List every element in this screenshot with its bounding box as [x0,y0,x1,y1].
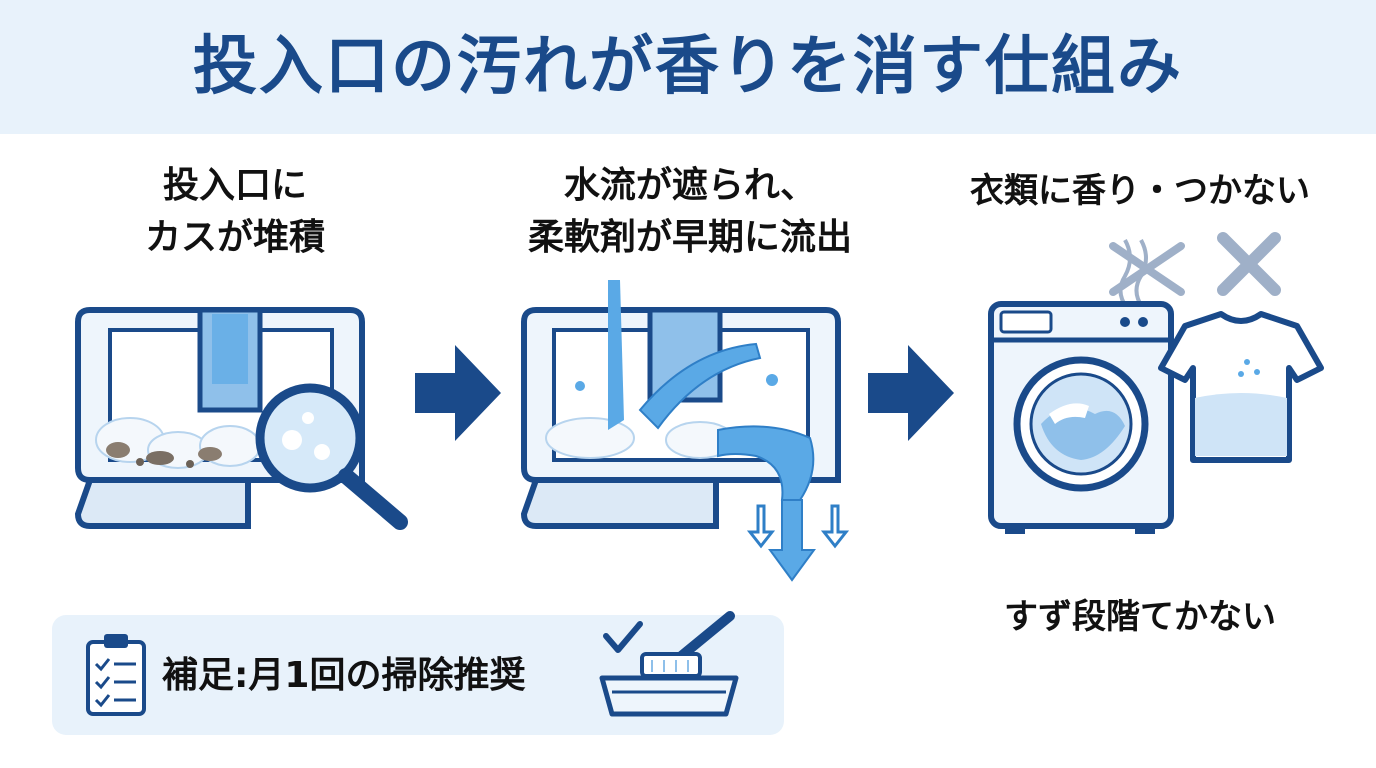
no-scent-cross-icon [1109,239,1185,310]
cleaning-brush-icon [599,611,739,717]
step3-subtext: すず段階てかない [1004,597,1276,637]
step1-line2: カスが堆積 [144,217,325,258]
page-title: 投入口の汚れが香りを消す仕組み [193,30,1183,104]
grime-deposits [95,417,261,469]
grimy-dispenser-illustration [74,307,408,530]
step3-label: 衣類に香り・つかない [930,165,1350,217]
step1-line1: 投入口に [162,165,307,206]
outflow-arrows [746,499,850,582]
title-band [0,0,1376,134]
step2-line1: 水流が遮られ、 [563,165,817,206]
washing-machine-icon [988,301,1174,534]
step1-label: 投入口に カスが堆積 [90,160,380,264]
step2-label: 水流が遮られ、 柔軟剤が早期に流出 [470,160,910,264]
step3-line1: 衣類に香り・つかない [970,171,1310,211]
footnote-text: 補足:月1回の掃除推奨 [162,655,526,696]
step2-line2: 柔軟剤が早期に流出 [527,217,852,258]
arrow-right-icon [868,345,954,441]
arrow-right-icon [415,345,501,441]
water-bypass-illustration [520,280,850,582]
cross-icon [1217,232,1281,296]
checklist-icon [86,634,146,716]
shirt-icon [1158,311,1324,463]
magnifier-icon [255,383,408,530]
washer-no-scent-illustration [988,232,1324,534]
